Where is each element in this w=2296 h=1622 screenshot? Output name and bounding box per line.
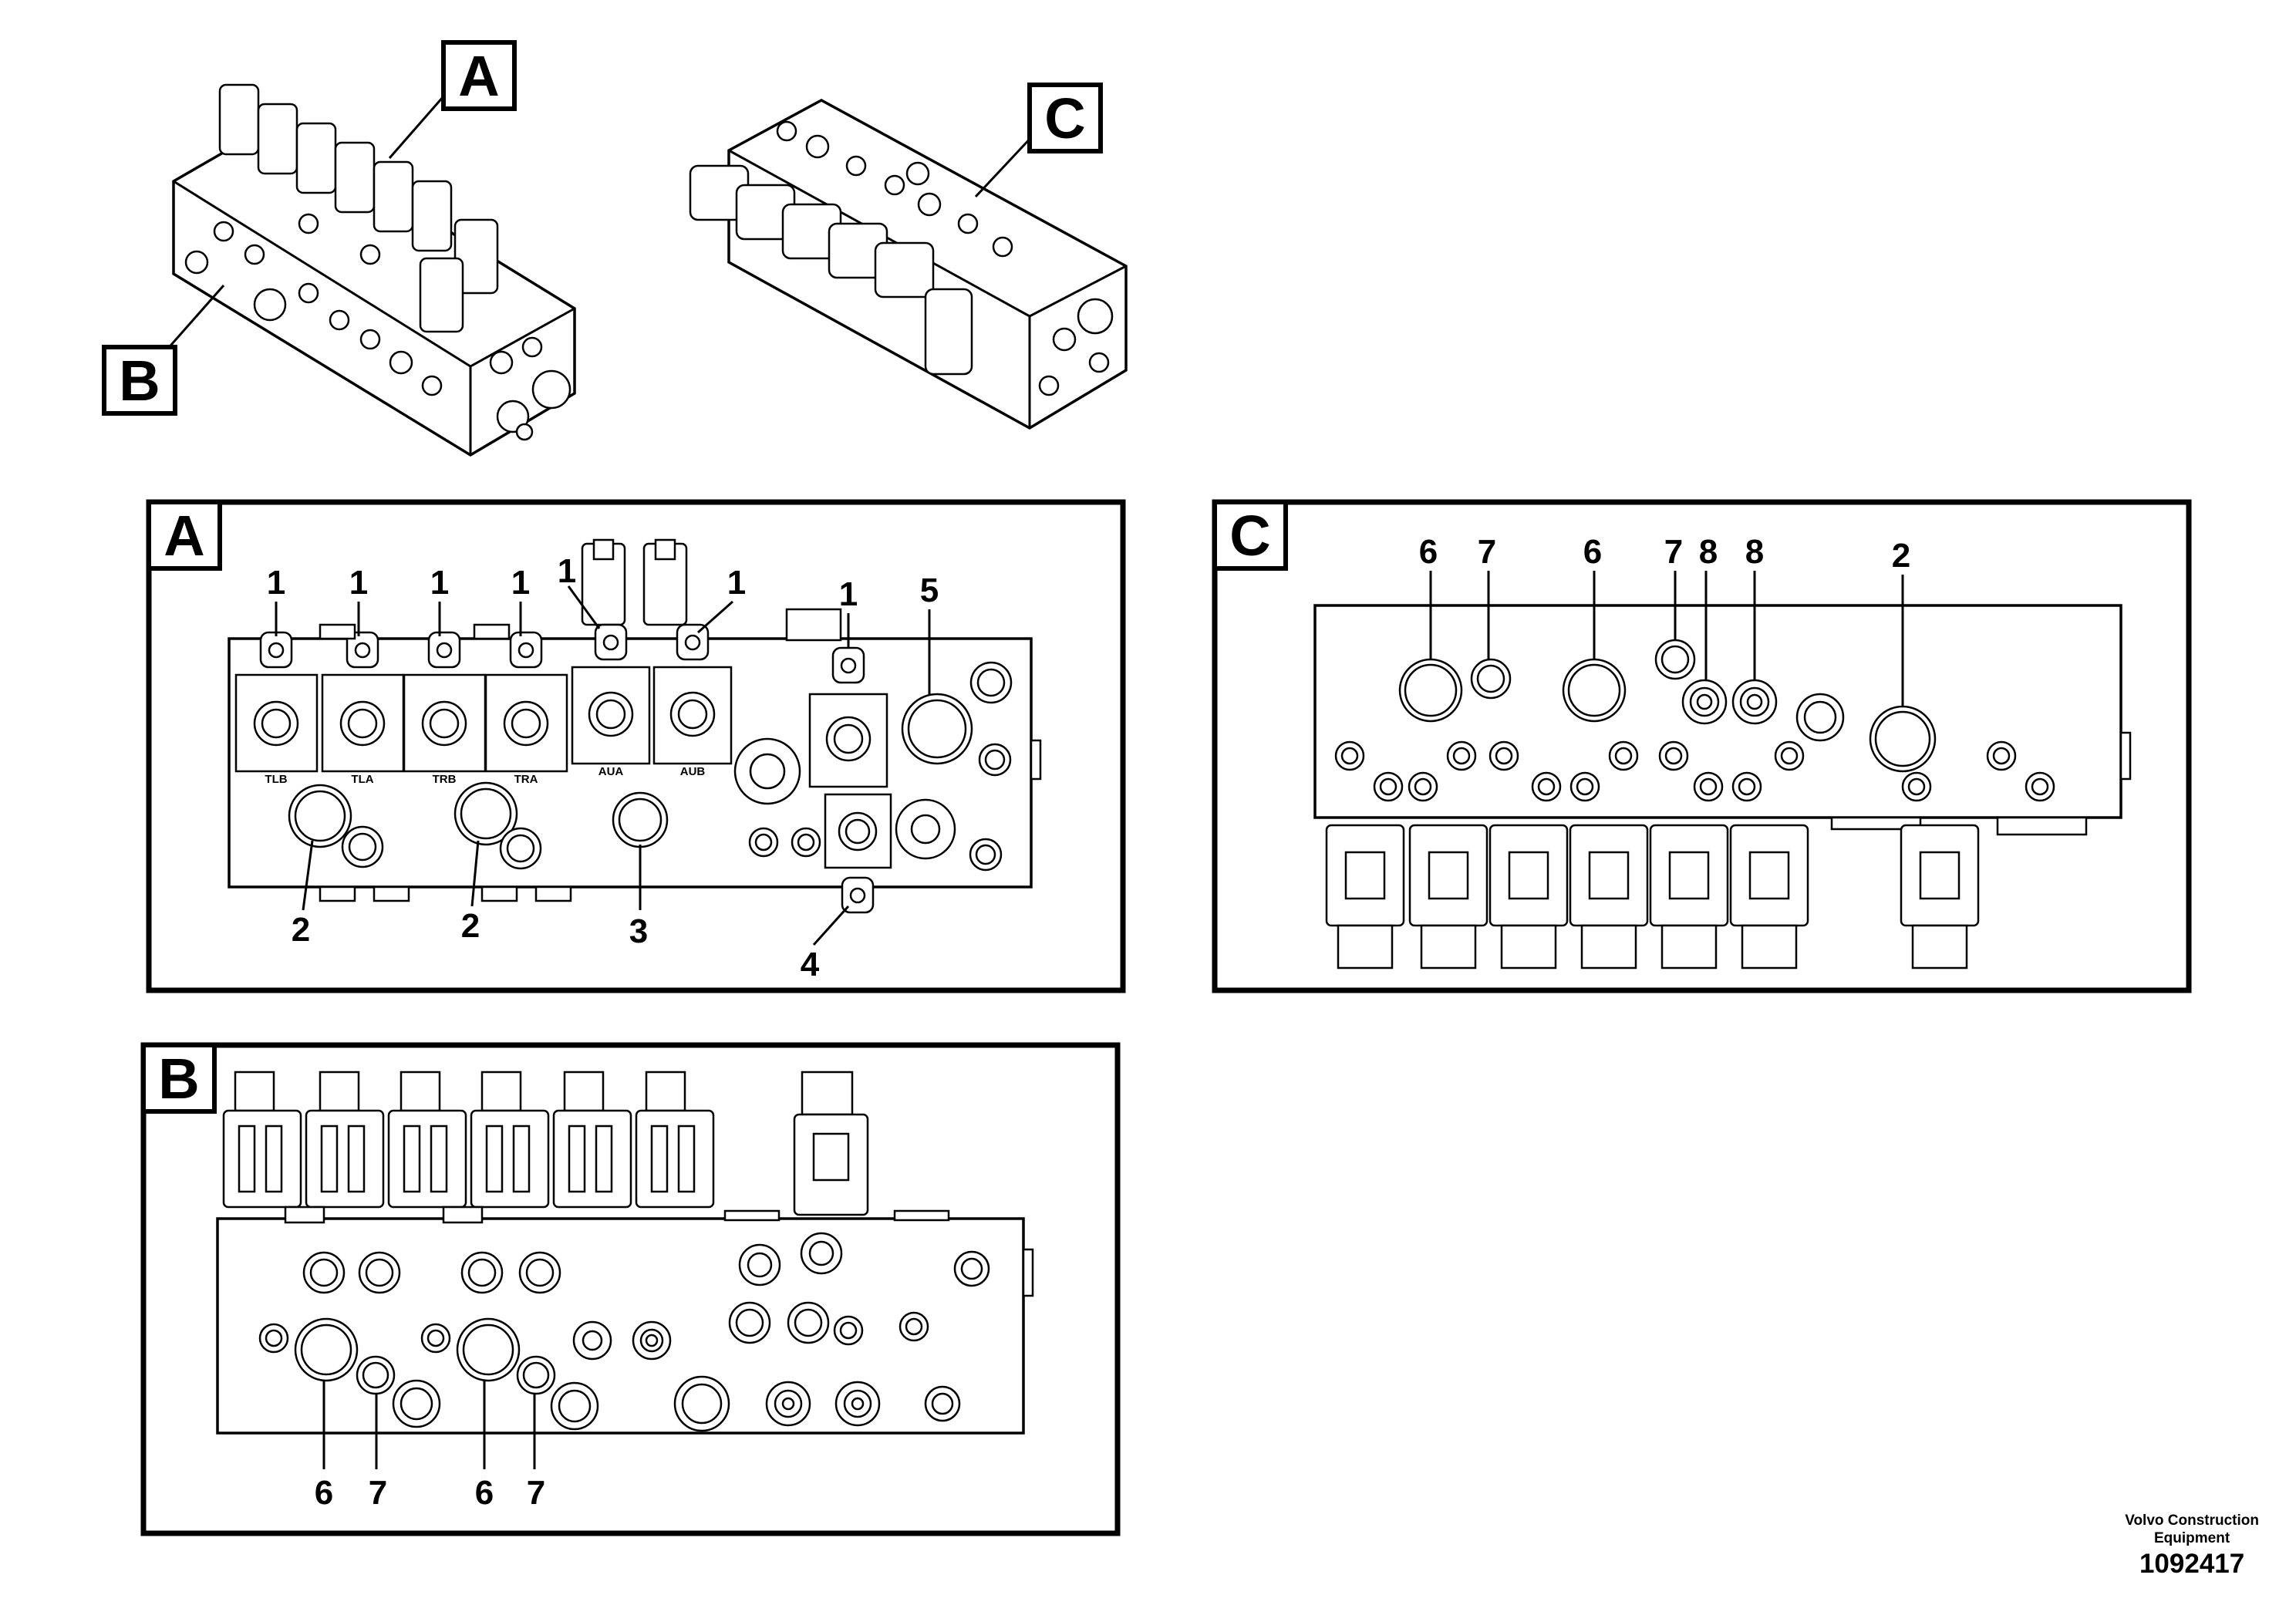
overview-valve-block-right	[689, 99, 1128, 430]
brand-line-2: Equipment	[2154, 1530, 2230, 1546]
solenoid-bottom	[824, 793, 892, 914]
overview-label-c: C	[1044, 86, 1085, 150]
panel-b-letter: B	[158, 1047, 199, 1111]
solenoid-aub: AUB	[652, 623, 733, 778]
panel-a-ports	[288, 623, 1013, 902]
solenoid-tla: TLA	[321, 631, 405, 786]
overview-label-b: B	[119, 349, 160, 413]
callout-b-6b: 6	[475, 1474, 494, 1512]
panel-a-solenoid-row: TLB TLA TRB TRA	[234, 623, 892, 914]
callout-a-5: 5	[920, 572, 939, 609]
callout-a-4: 4	[801, 946, 820, 983]
callout-c-6b: 6	[1583, 533, 1602, 571]
callout-a-1a: 1	[267, 564, 285, 602]
callout-c-7a: 7	[1478, 533, 1496, 571]
panel-c-coil-row	[1325, 824, 1980, 969]
solenoid-tag-tra: TRA	[514, 773, 538, 786]
panel-c-callouts: 6 7 6 7 8 8 2	[1419, 533, 1910, 706]
solenoid-trb: TRB	[403, 631, 487, 786]
callout-a-1d: 1	[511, 564, 530, 602]
panel-c: C	[1212, 499, 2192, 993]
solenoid-tag-aub: AUB	[680, 765, 706, 778]
callout-c-6a: 6	[1419, 533, 1438, 571]
panel-b: B	[140, 1042, 1121, 1536]
panel-b-coil-row	[222, 1071, 950, 1224]
drawing-number: 1092417	[2139, 1549, 2245, 1579]
overview-valve-block-left	[172, 83, 576, 457]
overview-label-a: A	[458, 44, 499, 108]
solenoid-right	[808, 646, 888, 788]
callout-a-1e: 1	[558, 552, 576, 590]
callout-a-2b: 2	[461, 907, 480, 945]
panel-c-ports	[1334, 639, 2055, 802]
panel-a-letter: A	[164, 504, 204, 568]
overview-callout-c: C	[974, 83, 1103, 198]
callout-a-1f: 1	[727, 564, 746, 602]
callout-a-3: 3	[629, 912, 648, 950]
solenoid-tra: TRA	[484, 631, 568, 786]
callout-c-8b: 8	[1745, 533, 1764, 571]
panel-b-ports	[258, 1232, 990, 1432]
callout-a-2a: 2	[292, 911, 310, 949]
callout-b-6a: 6	[315, 1474, 333, 1512]
panel-a-top-boss	[785, 608, 842, 642]
callout-c-2: 2	[1892, 537, 1910, 575]
callout-b-7b: 7	[527, 1474, 545, 1512]
solenoid-tag-tla: TLA	[351, 773, 373, 786]
brand-line-1: Volvo Construction	[2125, 1512, 2259, 1529]
solenoid-tag-aua: AUA	[598, 765, 624, 778]
callout-c-7b: 7	[1664, 533, 1683, 571]
drawing-footer: Volvo Construction Equipment 1092417	[2125, 1512, 2259, 1581]
solenoid-tag-tlb: TLB	[265, 773, 287, 786]
overview-callout-b: B	[102, 285, 225, 416]
overview-callout-a: A	[388, 40, 517, 159]
callout-a-1b: 1	[349, 564, 368, 602]
callout-a-1c: 1	[430, 564, 449, 602]
solenoid-aua: AUA	[571, 623, 651, 778]
panel-a: A TLB TLA	[146, 499, 1126, 993]
panel-c-letter: C	[1229, 504, 1270, 568]
callout-b-7a: 7	[369, 1474, 387, 1512]
solenoid-tag-trb: TRB	[433, 773, 457, 786]
callout-c-8a: 8	[1699, 533, 1718, 571]
panel-b-valve-body	[216, 1217, 1025, 1435]
panel-a-callouts: 1 1 1 1 1 1 1 5 2 2 3 4	[267, 552, 939, 983]
solenoid-tlb: TLB	[234, 631, 319, 786]
panel-b-callouts: 6 7 6 7	[315, 1381, 545, 1512]
callout-a-1g: 1	[839, 575, 858, 613]
